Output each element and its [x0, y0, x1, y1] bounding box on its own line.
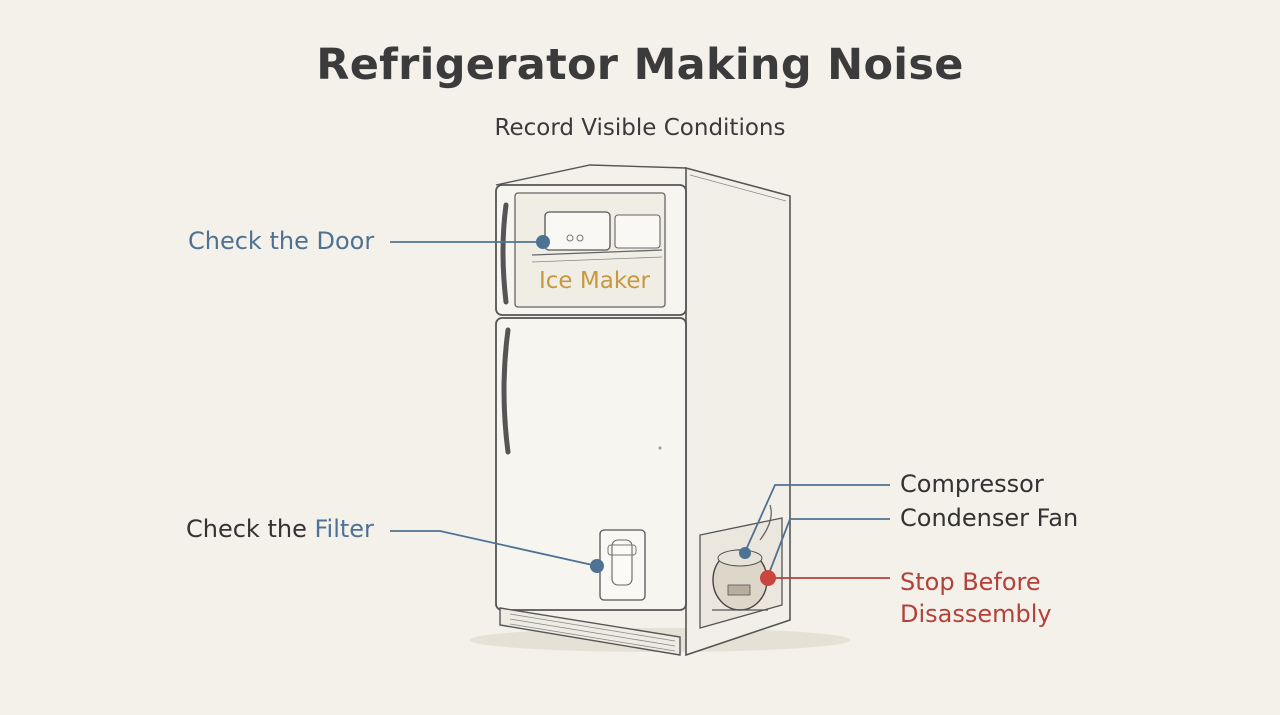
compressor-callout-line — [744, 484, 890, 553]
check-door-label: Check the Door — [188, 227, 375, 255]
stop-line-1: Stop Before — [900, 568, 1041, 596]
fridge-handle — [501, 327, 511, 455]
compressor-callout-dot — [739, 547, 751, 559]
condenser-fan-callout-line — [767, 518, 890, 577]
filter-callout-dot — [590, 559, 604, 573]
check-filter-accent: Filter — [314, 515, 374, 543]
condenser-fan-label: Condenser Fan — [900, 504, 1079, 532]
stop-before-disassembly-label: Stop Before Disassembly — [900, 566, 1120, 630]
page-subtitle: Record Visible Conditions — [494, 115, 786, 141]
stop-callout-dot — [760, 570, 776, 586]
stop-line-2: Disassembly — [900, 600, 1052, 628]
filter-callout-line — [390, 530, 598, 567]
page-title: Refrigerator Making Noise — [316, 40, 964, 90]
check-filter-label: Check the Filter — [186, 514, 374, 545]
check-filter-prefix: Check the — [186, 515, 315, 543]
water-filter — [611, 539, 633, 586]
ice-maker-unit — [544, 211, 611, 251]
door-callout-dot — [536, 235, 550, 249]
ice-maker-label: Ice Maker — [539, 268, 650, 294]
freezer-handle — [500, 202, 509, 305]
compressor-label: Compressor — [900, 470, 1044, 498]
